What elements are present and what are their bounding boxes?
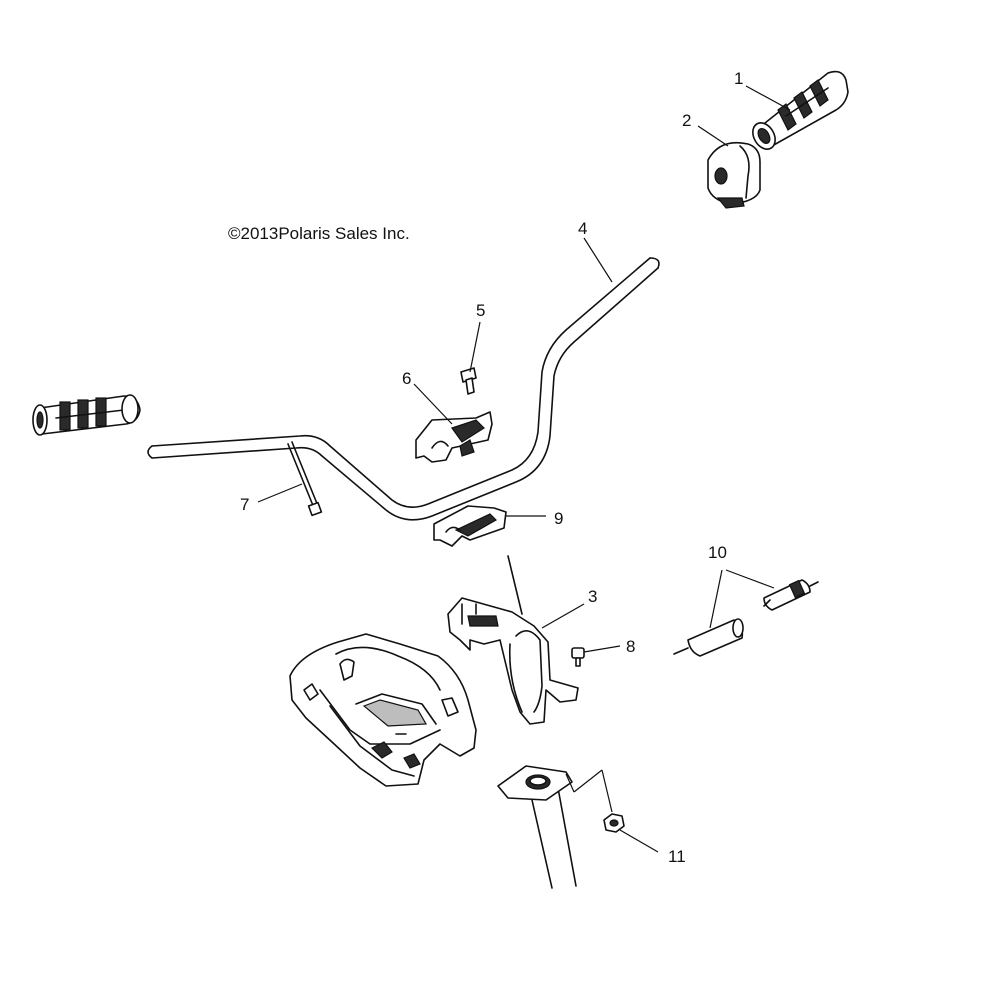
callout-7: 7 bbox=[240, 495, 249, 514]
callout-9: 9 bbox=[554, 509, 563, 528]
callout-4: 4 bbox=[578, 219, 587, 238]
part-11-nut bbox=[603, 813, 625, 833]
callout-10: 10 bbox=[708, 543, 727, 562]
callout-11: 11 bbox=[668, 847, 686, 866]
part-10-connectors bbox=[673, 579, 819, 657]
part-1-right-grip bbox=[752, 70, 849, 150]
callout-3: 3 bbox=[588, 587, 597, 606]
callout-1: 1 bbox=[734, 69, 743, 88]
copyright-text: ©2013Polaris Sales Inc. bbox=[228, 224, 410, 243]
part-5-bolt bbox=[460, 367, 477, 395]
part-2-throttle-housing bbox=[707, 141, 761, 209]
instrument-pod-housing bbox=[289, 633, 477, 787]
callout-labels: 1 2 3 4 5 6 7 8 9 10 11 bbox=[240, 69, 743, 866]
callout-8: 8 bbox=[626, 637, 635, 656]
steering-column bbox=[507, 555, 577, 889]
part-4-handlebar bbox=[147, 257, 660, 521]
leader-lines bbox=[257, 85, 791, 853]
column-flange bbox=[497, 765, 573, 801]
callout-5: 5 bbox=[476, 301, 485, 320]
part-6-upper-clamp bbox=[415, 411, 493, 463]
left-grip bbox=[32, 394, 141, 436]
callout-2: 2 bbox=[682, 111, 691, 130]
part-7-cable-tie bbox=[287, 441, 323, 517]
part-9-lower-clamp bbox=[433, 505, 507, 547]
callout-6: 6 bbox=[402, 369, 411, 388]
part-3-bracket bbox=[447, 597, 579, 725]
part-8-small-bolt bbox=[571, 647, 585, 667]
